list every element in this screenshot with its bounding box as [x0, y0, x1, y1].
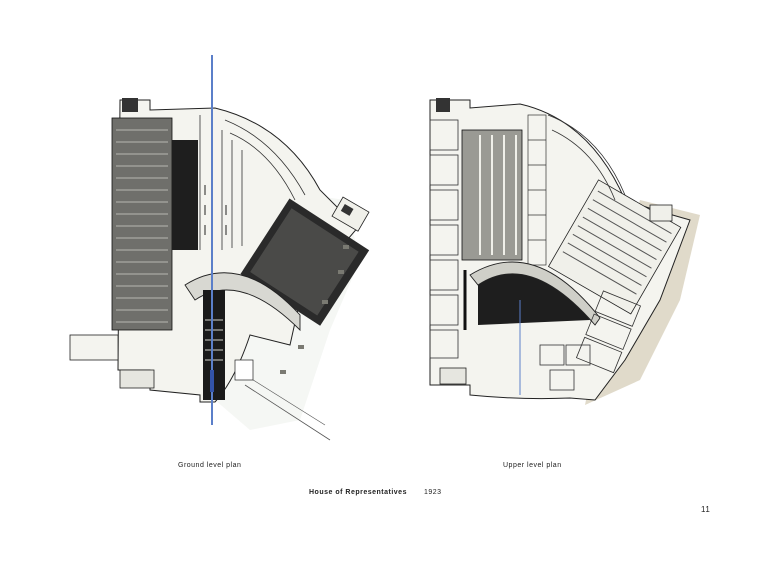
right-plan-seating-rows	[479, 135, 517, 255]
left-plan-seat-rows	[116, 129, 168, 323]
right-plan-south-rooms	[539, 344, 591, 391]
left-plan-pavilion	[331, 196, 370, 232]
right-plan-caption: Upper level plan	[503, 462, 562, 469]
left-plan-garden-blocks	[280, 245, 349, 374]
right-plan-chamber-seating	[547, 179, 682, 315]
left-plan-west-annex	[69, 334, 119, 361]
right-plan-dark-well	[478, 268, 590, 325]
left-floor-plan	[69, 55, 370, 441]
left-plan-sw-block	[119, 369, 155, 389]
sheet-title: House of Representatives	[309, 489, 407, 496]
right-floor-plan	[429, 98, 700, 405]
left-plan-sw-stair	[234, 359, 254, 381]
right-plan-grid-column	[527, 114, 547, 266]
left-plan-caption: Ground level plan	[178, 462, 242, 469]
left-plan-dark-hall	[172, 140, 198, 250]
left-plan-entry-steps	[205, 319, 223, 361]
left-plan-tick-marks	[204, 185, 227, 235]
right-plan-sw-block	[439, 367, 467, 385]
left-plan-west-seating	[111, 117, 173, 331]
right-plan-ne-annex	[649, 204, 673, 222]
page-number: 11	[701, 505, 711, 514]
right-plan-east-rooms	[575, 290, 642, 374]
left-plan-entry-axis	[203, 290, 225, 400]
right-plan-west-rooms	[429, 119, 459, 359]
left-plan-nw-tower	[122, 98, 138, 112]
right-plan-curved-roof	[469, 261, 601, 326]
right-plan-corridor-arcs	[547, 114, 626, 201]
right-plan-nw-tower	[436, 98, 450, 112]
sheet-year: 1923	[424, 489, 442, 496]
left-plan-diagonal-path	[244, 384, 331, 441]
